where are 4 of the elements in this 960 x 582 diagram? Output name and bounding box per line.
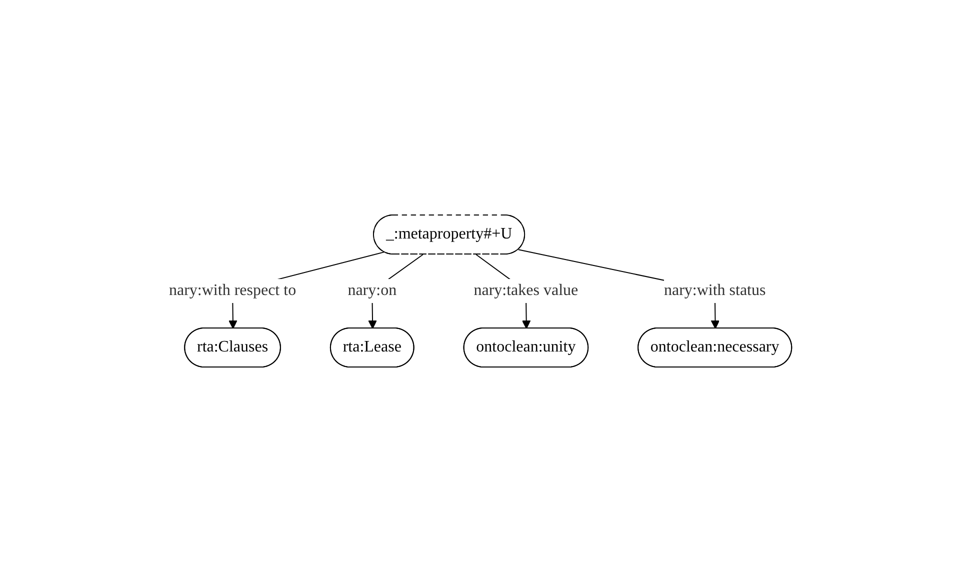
edge-label: nary:with respect to — [168, 282, 296, 299]
edge-label: nary:with status — [664, 282, 766, 299]
edge-label: nary:on — [347, 282, 396, 299]
edge-label: nary:takes value — [473, 282, 578, 299]
